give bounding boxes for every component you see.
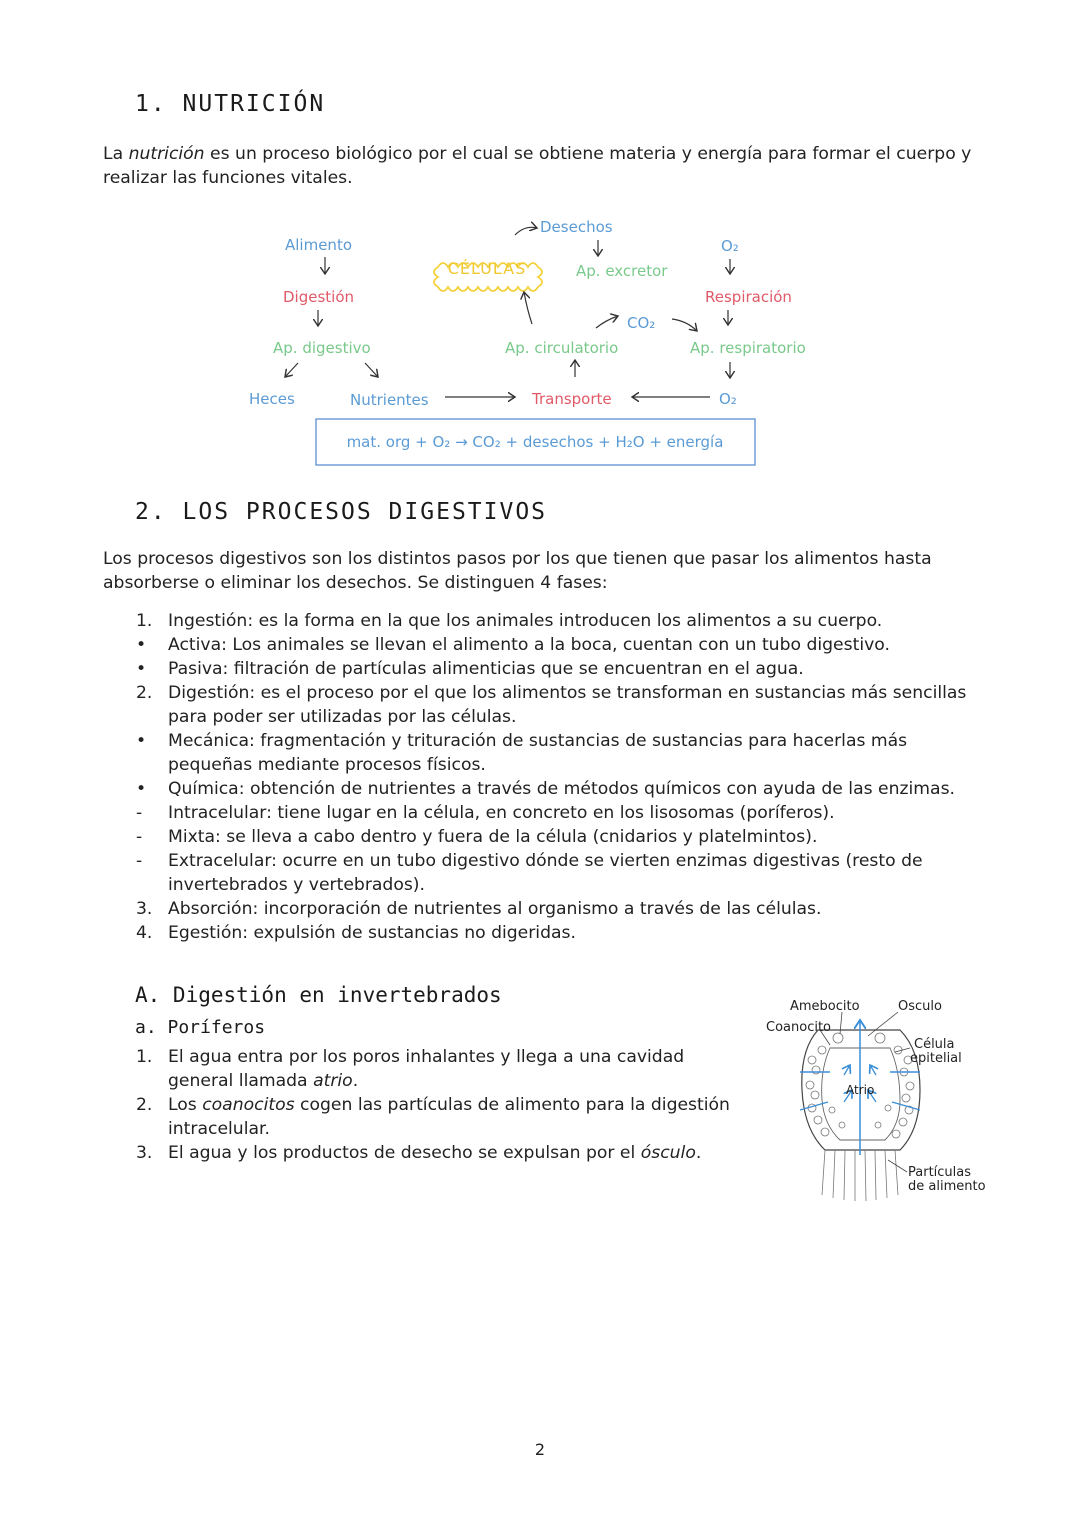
list-item: 4.Egestión: expulsión de sustancias no d… [136, 923, 576, 943]
label-o2-bottom: O₂ [719, 390, 737, 408]
page-number: 2 [534, 1440, 546, 1459]
label-celula: Célula [914, 1037, 955, 1052]
sponge-base [821, 1149, 899, 1202]
label-atrio: Atrio [846, 1083, 874, 1097]
label-heces: Heces [249, 390, 295, 408]
label-nutrientes: Nutrientes [350, 391, 429, 409]
label-alimento: Alimento [285, 236, 352, 254]
list-item: 3.Absorción: incorporación de nutrientes… [136, 899, 822, 919]
list-item: •Mecánica: fragmentación y trituración d… [136, 731, 908, 775]
label-co2: CO₂ [627, 314, 655, 332]
sponge-body-outline [801, 1029, 921, 1151]
section-a-title: A. Digestión en invertebrados [135, 983, 502, 1007]
formula-box [315, 418, 756, 466]
label-ap-excretor: Ap. excretor [576, 262, 668, 280]
label-de-alimento: de alimento [908, 1179, 986, 1194]
label-celulas: CÉLULAS [448, 259, 527, 278]
list-item: -Mixta: se lleva a cabo dentro y fuera d… [136, 827, 818, 847]
nutrition-definition: La nutrición es un proceso biológico por… [103, 144, 972, 188]
section-2-intro: Los procesos digestivos son los distinto… [103, 549, 932, 593]
label-epitelial: epitelial [910, 1051, 962, 1066]
label-ap-digestivo: Ap. digestivo [273, 339, 371, 357]
list-item: 2.Digestión: es el proceso por el que lo… [136, 683, 967, 727]
label-respiracion: Respiración [705, 288, 792, 306]
poriferos-list: 1.El agua entra por los poros inhalantes… [103, 1045, 743, 1165]
section-a-subtitle: a. Poríferos [135, 1017, 266, 1038]
section-1-title: 1. NUTRICIÓN [135, 91, 326, 117]
label-o2-top: O₂ [721, 237, 739, 255]
label-particulas: Partículas [908, 1165, 971, 1180]
list-item: -Extracelular: ocurre en un tubo digesti… [136, 851, 923, 895]
list-item: 3.El agua y los productos de desecho se … [136, 1143, 702, 1163]
label-coanocito: Coanocito [766, 1020, 831, 1035]
label-osculo: Osculo [898, 999, 942, 1014]
list-item: •Química: obtención de nutrientes a trav… [136, 779, 955, 799]
list-item: 2.Los coanocitos cogen las partículas de… [136, 1095, 730, 1139]
label-ap-circulatorio: Ap. circulatorio [505, 339, 618, 357]
label-ap-respiratorio: Ap. respiratorio [690, 339, 806, 357]
section-2-title: 2. LOS PROCESOS DIGESTIVOS [135, 499, 548, 525]
nutrition-diagram: Alimento Digestión Ap. digestivo Heces N… [249, 218, 806, 466]
formula-text: mat. org + O₂ → CO₂ + desechos + H₂O + e… [347, 433, 724, 451]
label-amebocito: Amebocito [790, 999, 860, 1014]
list-item: •Pasiva: filtración de partículas alimen… [136, 659, 804, 679]
list-item: -Intracelular: tiene lugar en la célula,… [136, 803, 835, 823]
list-item: •Activa: Los animales se llevan el alime… [136, 635, 890, 655]
sponge-diagram: Amebocito Osculo Coanocito Célula epitel… [766, 999, 986, 1202]
label-transporte: Transporte [531, 390, 612, 408]
label-digestion: Digestión [283, 288, 354, 306]
list-item: 1.El agua entra por los poros inhalantes… [136, 1047, 685, 1091]
digestive-phases-list: 1.Ingestión: es la forma en la que los a… [103, 609, 983, 945]
list-item: 1.Ingestión: es la forma en la que los a… [136, 611, 883, 631]
cells-burst-shape [433, 262, 543, 292]
label-desechos: Desechos [540, 218, 613, 236]
